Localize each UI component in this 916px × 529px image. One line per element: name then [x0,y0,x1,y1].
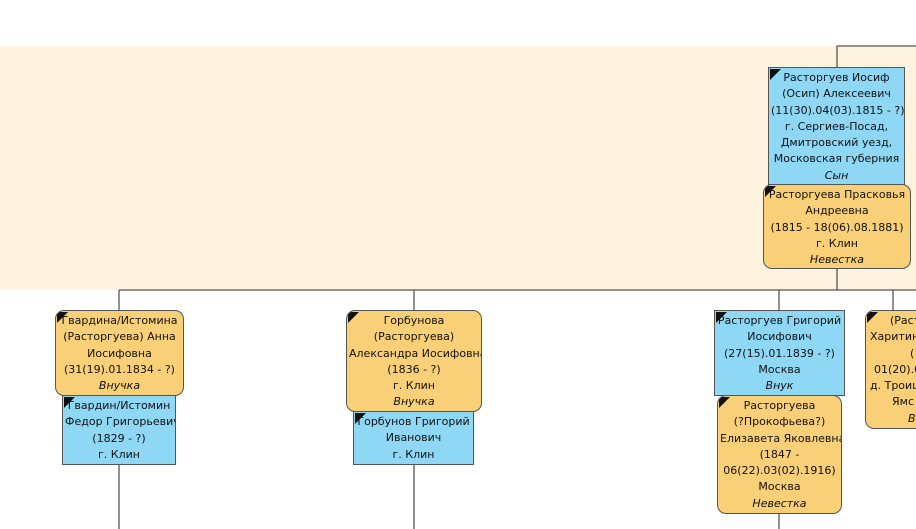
deceased-marker-icon [64,397,75,408]
person-card-iosif[interactable]: Расторгуев Иосиф (Осип) Алексеевич (11(3… [768,67,905,185]
person-place: Москва [758,362,801,376]
person-card-praskovya[interactable]: Расторгуева Прасковья Андреевна (1815 - … [763,184,911,269]
person-name: Горбунов Григорий [357,415,470,428]
person-place: Ямс [892,395,914,409]
person-card-grigoriy-rastorguev[interactable]: Расторгуев Григорий Иосифович (27(15).01… [714,310,845,396]
person-card-elizaveta[interactable]: Расторгуева (?Прокофьева?) Елизавета Яко… [717,395,842,514]
person-name: Елизавета Яковлевна [720,431,842,445]
person-dates: (31(19).01.1834 - ?) [64,362,175,376]
person-relation: Сын [824,168,849,182]
person-place: Московская губерния [773,152,900,166]
person-name: Андреевна [805,204,869,218]
person-name: Харитин [870,330,916,344]
person-dates: (11(30).04(03).1815 - ?) [771,103,905,117]
person-name: (Расторгуева) [373,330,455,344]
person-place: д. Троиц [870,379,916,393]
person-place: Москва [758,480,801,494]
person-name: Иванович [385,431,442,445]
person-dates: (1847 - [759,447,800,461]
person-place: г. Клин [393,379,435,393]
person-card-partial[interactable]: (Раст Харитин ( 01(20).0 д. Троиц Ямс В [865,310,916,429]
person-dates: (1829 - ?) [92,431,146,445]
person-dates: 06(22).03(02).1916) [723,464,836,478]
person-card-aleksandra[interactable]: Горбунова (Расторгуева) Александра Иосиф… [346,310,482,412]
connector-top [836,45,916,67]
person-card-fedor[interactable]: Гвардин/Истомин Федор Григорьевич (1829 … [62,395,176,465]
person-place: г. Сергиев-Посад, [784,119,889,133]
person-relation: Невестка [809,253,865,267]
person-name: (Осип) Алексеевич [782,87,891,101]
person-name: Гвардин/Истомин [67,399,171,412]
person-name: Иосифович [747,330,812,344]
deceased-marker-icon [867,312,878,323]
deceased-marker-icon [355,413,366,424]
person-name: Иосифовна [87,346,152,360]
person-name: (Расторгуева) Анна [63,330,176,344]
person-relation: В [908,411,916,425]
person-relation: Внучка [98,379,141,393]
person-name: Гвардина/Истомина [61,314,178,327]
person-name: (?Прокофьева?) [733,415,826,429]
person-place: г. Клин [816,236,858,250]
person-dates: (27(15).01.1839 - ?) [724,346,835,360]
person-name: Александра Иосифовна [349,346,482,360]
person-place: г. Клин [98,447,140,461]
person-name: Расторгуев Григорий [717,314,842,327]
person-dates: (1815 - 18(06).08.1881) [770,220,904,234]
deceased-marker-icon [716,312,727,323]
person-name: Расторгуев Иосиф [783,71,890,84]
person-dates: 01(20).0 [874,362,916,376]
deceased-marker-icon [348,312,359,323]
deceased-marker-icon [770,69,781,80]
person-name: (Раст [890,314,916,327]
person-name: Расторгуева [743,399,816,412]
person-name: Федор Григорьевич [65,415,176,429]
person-place: Дмитровский уезд, [780,136,893,150]
deceased-marker-icon [765,186,776,197]
person-name: ( [910,346,915,360]
person-relation: Внучка [393,395,435,409]
person-card-grigoriy-gorbunov[interactable]: Горбунов Григорий Иванович г. Клин [353,411,474,465]
person-name: Расторгуева Прасковья [768,188,906,201]
person-place: г. Клин [392,447,435,461]
deceased-marker-icon [57,312,68,323]
person-dates: (1836 - ?) [387,362,441,376]
person-name: Горбунова [383,314,445,327]
person-relation: Невестка [752,496,807,510]
person-card-anna[interactable]: Гвардина/Истомина (Расторгуева) Анна Иос… [55,310,184,396]
deceased-marker-icon [719,397,730,408]
person-relation: Внук [765,379,794,393]
